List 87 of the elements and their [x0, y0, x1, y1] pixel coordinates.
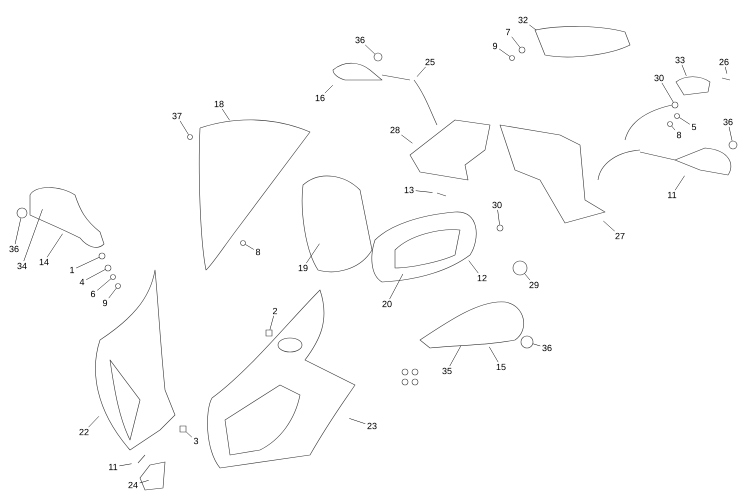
callout-number: 34: [17, 262, 27, 270]
callout-number: 20: [382, 300, 392, 308]
callout-number: 18: [214, 100, 224, 108]
leader-line: [511, 36, 520, 48]
callout-number: 23: [367, 422, 377, 430]
leader-line: [139, 480, 149, 484]
leader-line: [728, 126, 732, 142]
callout-number: 13: [404, 186, 414, 194]
leader-line: [498, 48, 510, 57]
leader-line: [415, 190, 433, 193]
leader-line: [76, 257, 100, 268]
leader-line: [324, 84, 334, 94]
clip-square: [266, 330, 272, 336]
leader-line: [662, 82, 674, 102]
callout-number: 29: [529, 282, 539, 288]
callout-number: 37: [172, 112, 182, 120]
callout-number: 9: [102, 300, 108, 306]
part-circle: [520, 336, 534, 348]
callout-number: 30: [492, 202, 502, 208]
callout-number: 30: [654, 74, 664, 82]
callout-number: 3: [194, 438, 198, 444]
callout-number: 7: [506, 28, 510, 36]
callout-number: 1: [70, 266, 74, 274]
leader-line: [524, 273, 530, 280]
callout-number: 36: [542, 344, 552, 352]
leader-line: [222, 108, 230, 120]
callout-number: 25: [425, 58, 435, 66]
callout-number: 11: [109, 464, 118, 470]
callout-number: 9: [492, 42, 498, 50]
leader-line: [180, 120, 189, 135]
callout-number: 16: [316, 94, 325, 102]
leader-line: [468, 260, 479, 274]
leader-line: [24, 208, 43, 262]
part-circle: [16, 208, 28, 218]
leader-line: [364, 44, 376, 54]
leader-line: [724, 66, 728, 74]
leader-line: [416, 66, 426, 77]
leader-line: [672, 126, 676, 130]
leader-line: [119, 464, 132, 466]
leader-line: [349, 418, 366, 424]
callout-number: 19: [298, 264, 308, 272]
clip-square: [180, 426, 186, 432]
callout-number: 4: [80, 278, 84, 286]
leader-line: [489, 346, 498, 362]
callout-number: 5: [692, 124, 696, 130]
callout-number: 35: [442, 368, 452, 374]
leader-line: [88, 416, 100, 428]
leader-line: [14, 218, 22, 244]
leader-line: [270, 316, 274, 330]
callout-number: 8: [676, 132, 682, 138]
part-circle: [374, 52, 382, 62]
leader-line: [46, 234, 63, 258]
leader-line: [86, 269, 106, 280]
callout-number: 27: [615, 232, 625, 240]
leader-line: [497, 210, 500, 225]
leader-line: [449, 346, 462, 366]
callout-number: 33: [675, 56, 685, 64]
leader-line: [108, 288, 117, 298]
callout-number: 11: [668, 192, 676, 198]
callout-number: 8: [256, 248, 260, 256]
leader-line: [96, 278, 112, 291]
leader-line: [529, 24, 537, 31]
part-circle: [512, 260, 528, 276]
callout-number: 15: [496, 364, 506, 370]
leader-line: [682, 64, 687, 76]
callout-number: 24: [128, 482, 138, 488]
leader-line: [532, 344, 541, 346]
leader-line: [389, 274, 404, 300]
callout-number: 12: [478, 274, 487, 282]
leader-line: [603, 220, 615, 232]
callout-number: 36: [9, 246, 19, 252]
callout-number: 2: [272, 308, 278, 314]
leader-line: [186, 432, 192, 438]
leader-line: [401, 134, 413, 144]
leader-line: [674, 176, 685, 190]
callout-number: 36: [723, 118, 733, 126]
callout-number: 32: [518, 16, 528, 24]
part-circle: [728, 140, 738, 150]
callout-number: 14: [40, 258, 49, 266]
callout-number: 6: [90, 290, 96, 298]
leader-line: [679, 117, 690, 125]
callout-number: 22: [79, 428, 89, 436]
leader-line: [245, 244, 254, 250]
callout-number: 28: [390, 126, 400, 134]
callout-number: 36: [355, 36, 365, 44]
callout-number: 26: [719, 58, 729, 66]
leader-line: [306, 243, 320, 264]
